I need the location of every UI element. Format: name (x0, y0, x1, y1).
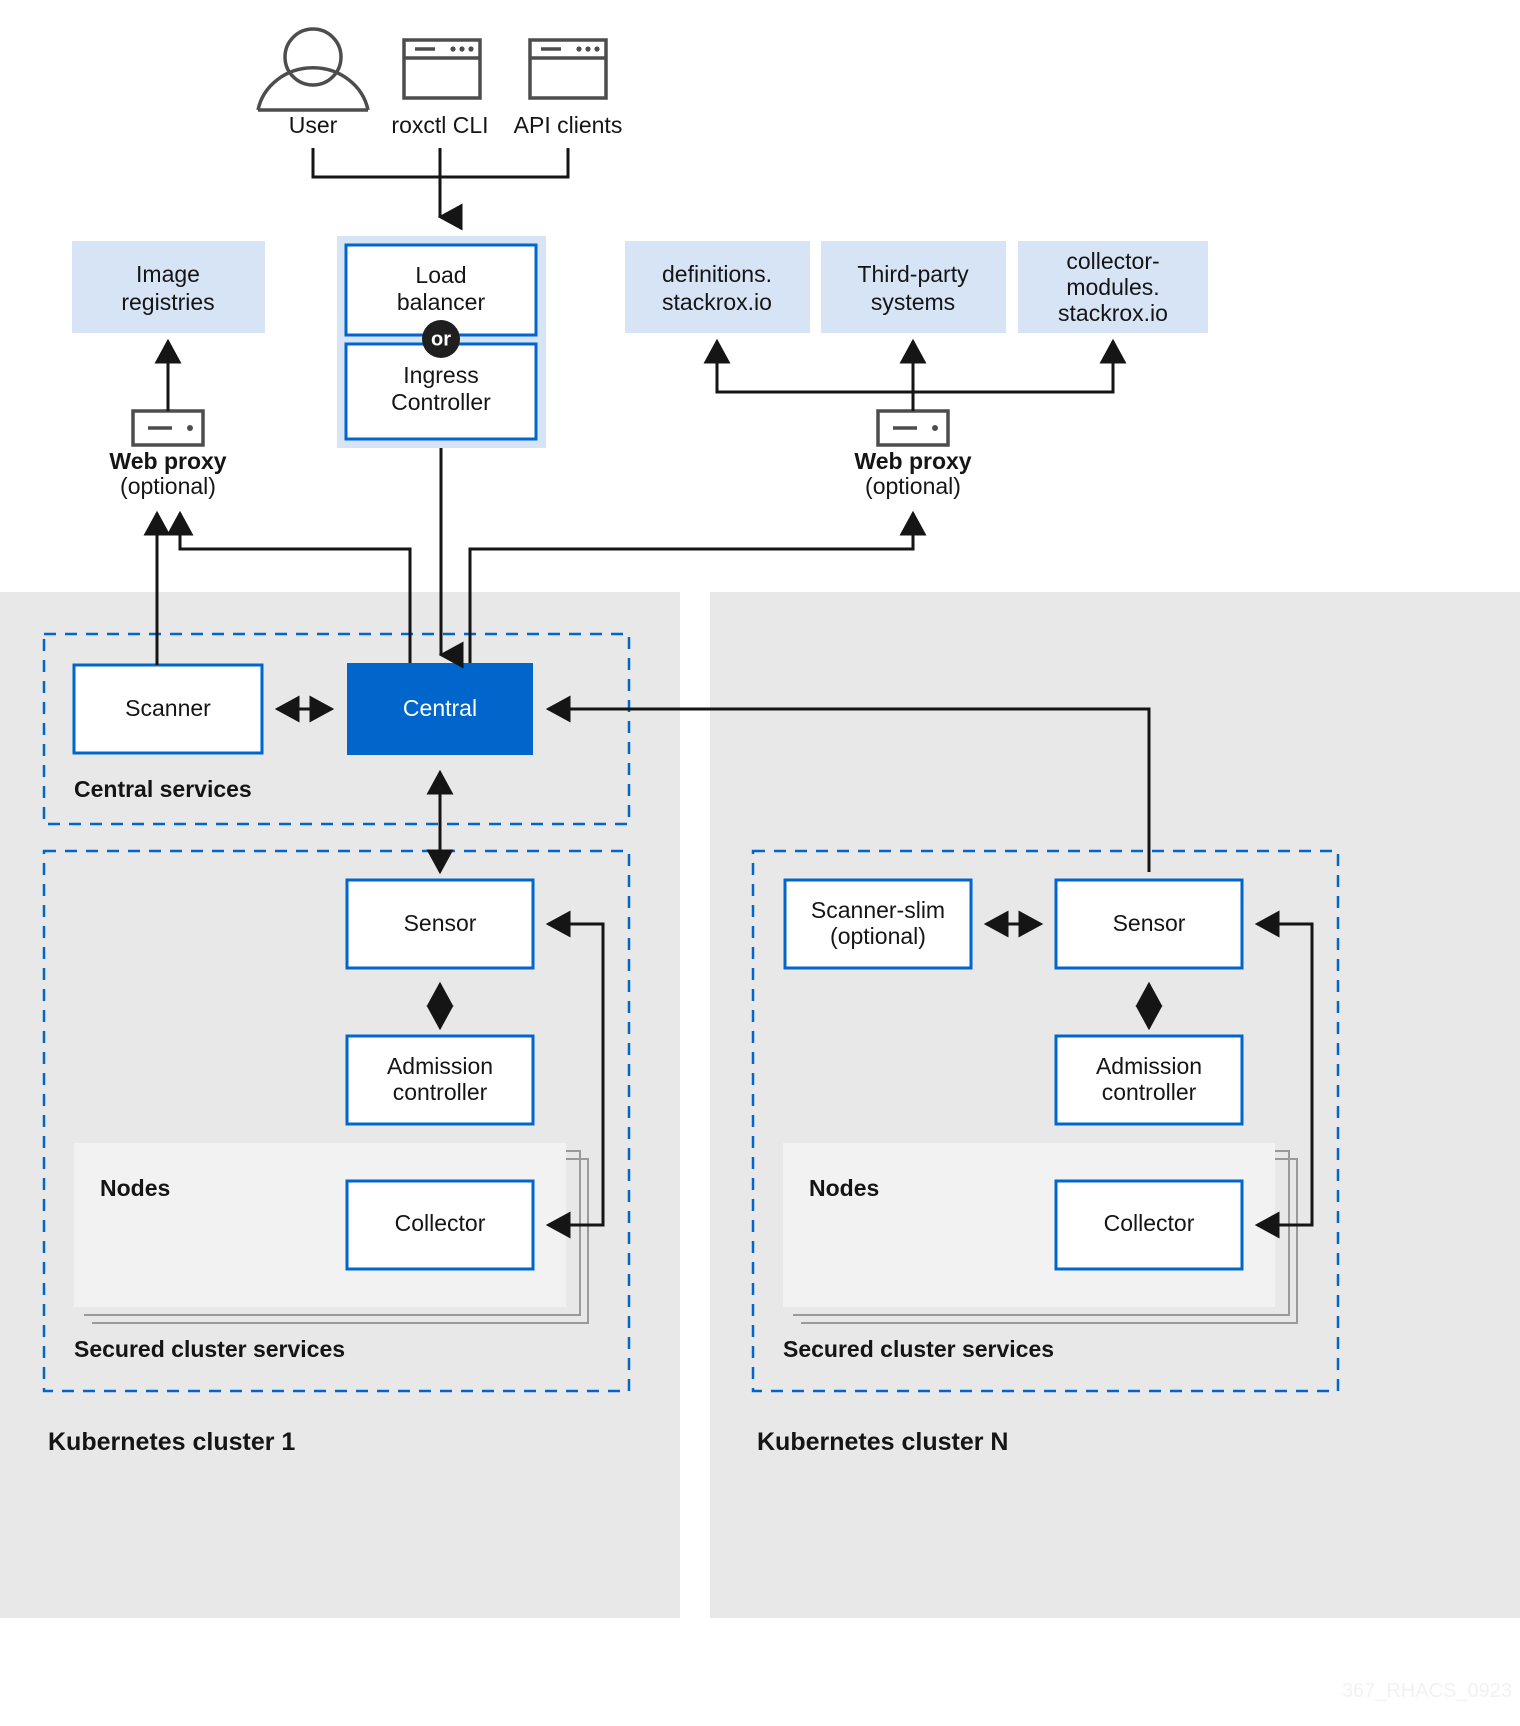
web-proxy-left-label-line1: Web proxy (109, 448, 226, 474)
user-label: User (289, 112, 338, 138)
sensor-collector-connector-n (1254, 910, 1314, 1239)
kubernetes-cluster-1-zone (0, 592, 680, 1618)
image-registries-label-line1: Image (136, 261, 200, 287)
central-services-zone-label: Central services (74, 776, 252, 802)
nodes-label-n: Nodes (809, 1175, 879, 1201)
watermark: 367_RHACS_0923 (1342, 1680, 1512, 1702)
sensor-box-1 (345, 878, 535, 970)
or-badge-label: or (431, 328, 451, 350)
scanner-slim-label-line1: Scanner-slim (811, 897, 945, 923)
third-party-systems-box (821, 241, 1006, 333)
ingress-controller-label-line2: Controller (391, 389, 491, 415)
admission-controller-label-1-line2: controller (393, 1079, 488, 1105)
secured-cluster-services-zone-1 (42, 849, 631, 1393)
kubernetes-cluster-1-label: Kubernetes cluster 1 (48, 1428, 295, 1456)
admission-controller-label-n-line2: controller (1102, 1079, 1197, 1105)
cluster-n-to-central-connector (545, 695, 1151, 872)
third-party-label-line1: Third-party (857, 261, 969, 287)
admission-controller-box-1 (345, 1034, 535, 1126)
roxctl-cli-label: roxctl CLI (391, 112, 488, 138)
sensor-box-n (1054, 878, 1244, 970)
collector-modules-label-line1: collector- (1066, 248, 1159, 274)
load-balancer-label-line2: balancer (397, 289, 486, 315)
scanner-label: Scanner (125, 695, 211, 721)
collector-label-n: Collector (1104, 1210, 1195, 1236)
terminal-window-icon (402, 38, 482, 100)
central-box (347, 663, 533, 755)
collector-modules-label-line3: stackrox.io (1058, 300, 1168, 326)
web-proxy-right-label-line2: (optional) (865, 473, 961, 499)
ingress-controller-label-line1: Ingress (403, 362, 478, 388)
image-registries-label-line2: registries (121, 289, 214, 315)
external-services-bus-connector (703, 338, 1127, 394)
kubernetes-cluster-n-label: Kubernetes cluster N (757, 1428, 1008, 1456)
scanner-slim-box (783, 878, 973, 970)
collector-box-n (1054, 1179, 1244, 1271)
third-party-label-line2: systems (871, 289, 955, 315)
definitions-label-line2: stackrox.io (662, 289, 772, 315)
admission-controller-label-n-line1: Admission (1096, 1053, 1202, 1079)
web-proxy-right-label-line1: Web proxy (854, 448, 971, 474)
scanner-box (72, 663, 264, 755)
load-balancer-label-line1: Load (415, 262, 466, 288)
secured-cluster-services-label-1: Secured cluster services (74, 1336, 345, 1362)
web-proxy-icon (876, 409, 950, 447)
collector-modules-label-line2: modules. (1066, 274, 1159, 300)
scanner-slim-label-line2: (optional) (830, 923, 926, 949)
image-registries-box (72, 241, 265, 333)
sensor-label-1: Sensor (404, 910, 477, 936)
central-uplink-connectors (143, 448, 927, 669)
sensor-collector-connector-1 (545, 910, 605, 1239)
api-clients-label: API clients (514, 112, 623, 138)
secured-cluster-services-zone-n (751, 849, 1340, 1393)
web-proxy-icon (131, 409, 205, 447)
terminal-window-icon (528, 38, 608, 100)
user-icon (256, 27, 370, 112)
ingress-controller-box (344, 342, 538, 441)
clients-to-loadbalancer-connector (311, 148, 570, 231)
collector-modules-box (1018, 241, 1208, 333)
central-label: Central (403, 695, 477, 721)
collector-box-1 (345, 1179, 535, 1271)
web-proxy-left-label-line2: (optional) (120, 473, 216, 499)
sensor-label-n: Sensor (1113, 910, 1186, 936)
admission-controller-label-1-line1: Admission (387, 1053, 493, 1079)
definitions-stackrox-box (625, 241, 810, 333)
central-services-zone (42, 632, 631, 826)
admission-controller-box-n (1054, 1034, 1244, 1126)
collector-label-1: Collector (395, 1210, 486, 1236)
secured-cluster-services-label-n: Secured cluster services (783, 1336, 1054, 1362)
definitions-label-line1: definitions. (662, 261, 772, 287)
or-badge (422, 320, 460, 358)
nodes-label-1: Nodes (100, 1175, 170, 1201)
